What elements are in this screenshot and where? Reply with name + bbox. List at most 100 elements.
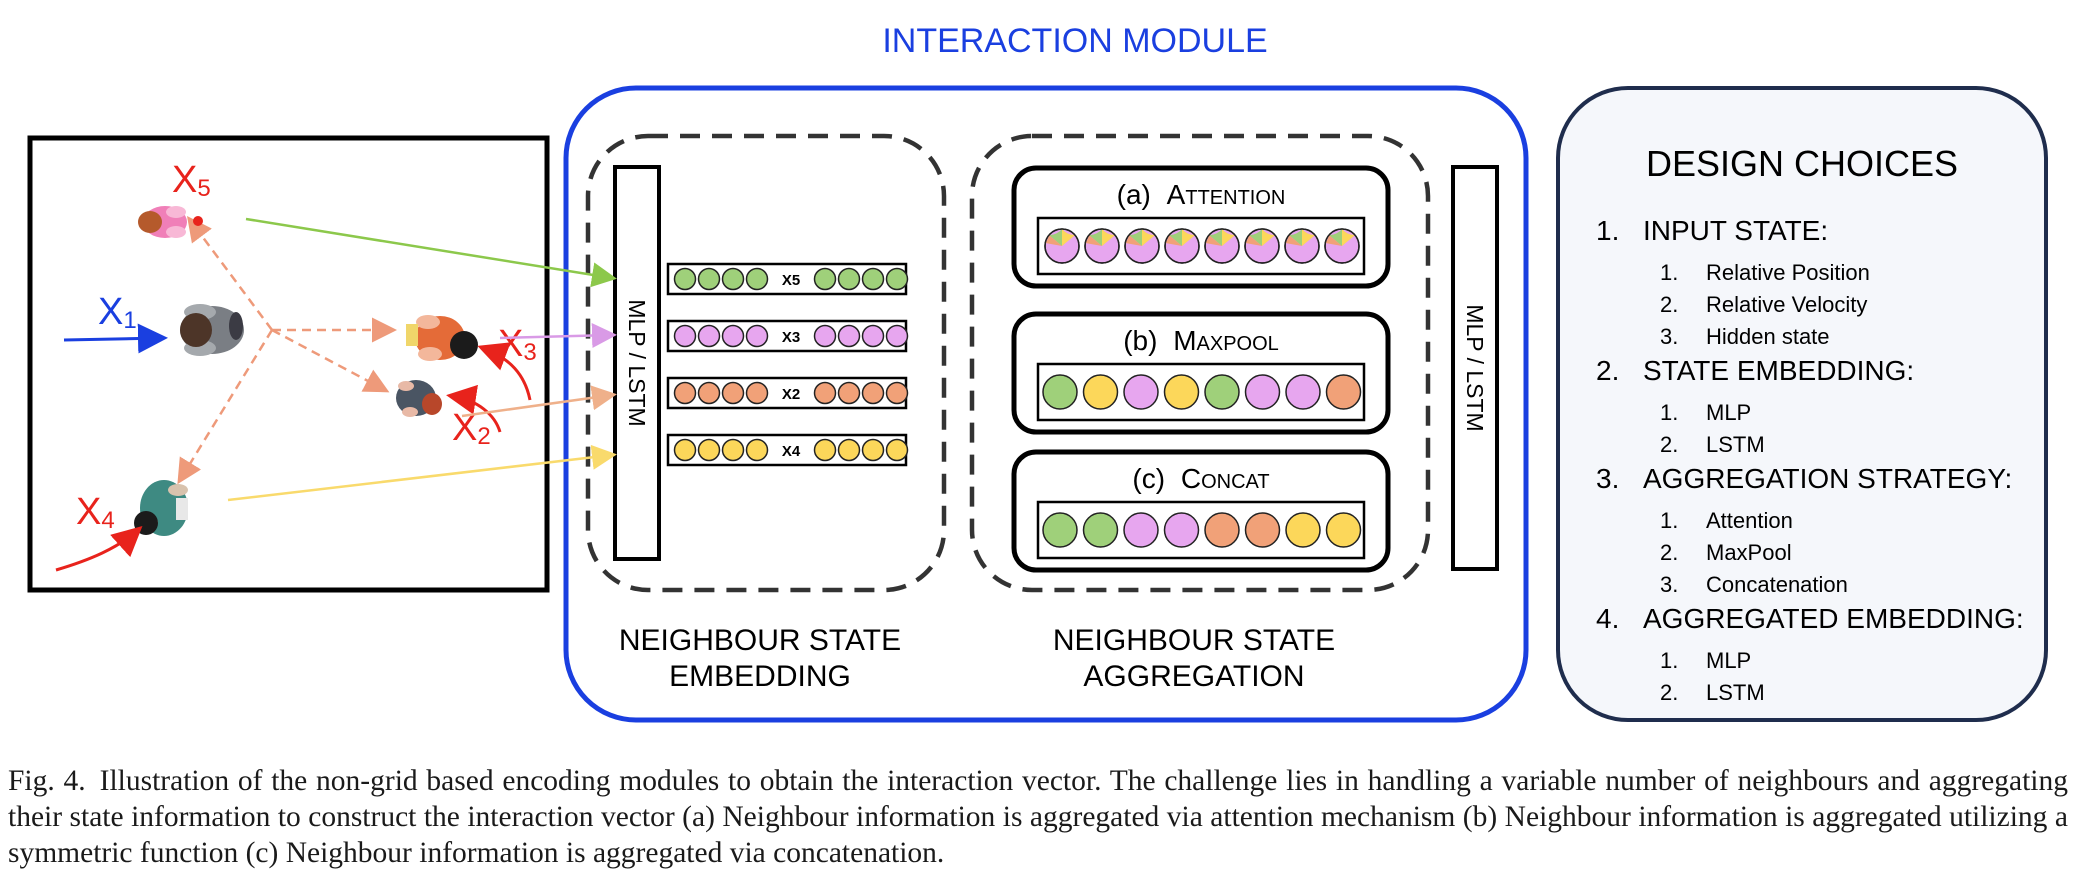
vector-cell <box>1285 374 1321 410</box>
maxpool-box: (b) Maxpool <box>1011 311 1391 435</box>
vector-cell <box>1244 512 1281 548</box>
attention-weight-pie <box>1084 228 1120 264</box>
x4-motion-arrow <box>55 525 143 572</box>
embedding-row-tag: X5 <box>782 272 800 289</box>
embedding-cell <box>885 267 909 291</box>
embedding-cell <box>813 438 837 462</box>
embedding-cell <box>697 267 721 291</box>
design-item-label: LSTM <box>1706 432 1765 457</box>
pedestrian-x5-icon <box>138 206 203 238</box>
embedding-cell <box>721 381 745 405</box>
vector-cell <box>1285 512 1321 548</box>
embedding-cell <box>837 438 861 462</box>
embedding-cell <box>697 324 721 348</box>
pedestrian-x1-icon <box>180 304 244 356</box>
x3-motion-arrow <box>477 342 532 401</box>
pedestrian-x3-icon <box>406 315 478 361</box>
design-choices-list: 1. INPUT STATE: 1. Relative Position 2. Relat… <box>1596 215 2024 705</box>
design-item-label: MaxPool <box>1706 540 1792 565</box>
embedding-cell <box>837 324 861 348</box>
vector-cell <box>1163 374 1200 410</box>
scene-to-encoder-arrows <box>227 217 617 502</box>
design-item-number: 1. <box>1660 648 1678 673</box>
attention-weight-pie <box>1164 228 1200 264</box>
aggregation-caption-line1: NEIGHBOUR STATE <box>1053 624 1335 657</box>
design-section-number: 4. <box>1596 603 1619 634</box>
embedding-cell <box>673 438 697 462</box>
design-choices-frame <box>1556 86 2048 722</box>
x1-motion-arrow <box>63 323 168 354</box>
x2-motion-arrow <box>446 384 502 433</box>
aggregation-caption-line2: AGGREGATION <box>1083 660 1304 693</box>
attention-box: (a) Attention <box>1011 165 1391 289</box>
embedding-group-frame <box>585 133 947 593</box>
vector-cell <box>1123 374 1159 410</box>
design-section-number: 1. <box>1596 215 1619 246</box>
embedding-cell <box>813 324 837 348</box>
design-item-label: Hidden state <box>1706 324 1830 349</box>
neighbour-links <box>177 215 397 485</box>
embedding-caption-line2: EMBEDDING <box>669 660 851 693</box>
concat-prefix: (c) <box>1132 463 1165 494</box>
design-item-number: 2. <box>1660 540 1678 565</box>
vector-cell <box>1042 512 1078 548</box>
agent-label-x5: X5 <box>172 159 211 202</box>
attention-weight-pie <box>1204 228 1240 264</box>
figure-caption: Fig. 4.Illustration of the non-grid base… <box>8 763 2068 871</box>
embedding-cell <box>721 324 745 348</box>
design-item-label: Concatenation <box>1706 572 1848 597</box>
attention-weight-pie <box>1324 228 1360 264</box>
embedding-cell <box>697 438 721 462</box>
design-section-title: INPUT STATE: <box>1643 215 1828 246</box>
vector-cell <box>1325 374 1362 410</box>
embedding-caption-line1: NEIGHBOUR STATE <box>619 624 901 657</box>
embedding-cell <box>745 381 769 405</box>
embedding-cell <box>745 438 769 462</box>
pedestrian-x2-icon <box>396 380 442 417</box>
vector-cell <box>1244 374 1281 410</box>
embedding-cell <box>861 438 885 462</box>
attention-weight-pie <box>1244 228 1280 264</box>
agent-label-x4: X4 <box>76 491 115 534</box>
design-section-title: AGGREGATION STRATEGY: <box>1643 463 2012 494</box>
attention-weight-pie <box>1284 228 1320 264</box>
design-item-label: LSTM <box>1706 680 1765 705</box>
embedding-encoder-label: MLP / LSTM <box>624 299 650 426</box>
embedding-cell <box>673 324 697 348</box>
attention-weights <box>1044 228 1360 264</box>
design-item-number: 1. <box>1660 400 1678 425</box>
design-item-number: 3. <box>1660 572 1678 597</box>
design-item-label: MLP <box>1706 648 1751 673</box>
embedding-row-tag: X4 <box>782 443 801 460</box>
embedding-cell <box>745 267 769 291</box>
vector-cell <box>1123 512 1159 548</box>
embedding-row-x4: X4 <box>666 433 909 467</box>
scene-frame <box>27 135 550 593</box>
embedding-cell <box>697 381 721 405</box>
embedding-row-x2: X2 <box>666 376 909 410</box>
embedding-row-tag: X2 <box>782 386 800 403</box>
embedding-encoder-block <box>613 165 661 561</box>
svg-text:(a) Attention: (a) Attention <box>1117 179 1286 210</box>
output-encoder-label: MLP / LSTM <box>1462 304 1488 431</box>
vector-cell <box>1163 512 1200 548</box>
module-title: INTERACTION MODULE <box>882 22 1267 60</box>
agent-label-x1: X1 <box>98 291 137 334</box>
vector-cell <box>1325 512 1362 548</box>
design-item-label: Relative Position <box>1706 260 1870 285</box>
design-item-number: 2. <box>1660 432 1678 457</box>
figure-caption-text: Illustration of the non-grid based encod… <box>8 765 2068 869</box>
vector-cell <box>1082 512 1119 548</box>
design-item-number: 3. <box>1660 324 1678 349</box>
svg-text:(b) Maxpool: (b) Maxpool <box>1123 325 1279 356</box>
design-item-label: MLP <box>1706 400 1751 425</box>
design-item-label: Relative Velocity <box>1706 292 1867 317</box>
agent-label-x2: X2 <box>452 407 491 450</box>
vector-cell <box>1082 374 1119 410</box>
embedding-cell <box>721 267 745 291</box>
embedding-cell <box>721 438 745 462</box>
svg-text:(c) Concat: (c) Concat <box>1132 463 1269 494</box>
design-item-number: 2. <box>1660 292 1678 317</box>
